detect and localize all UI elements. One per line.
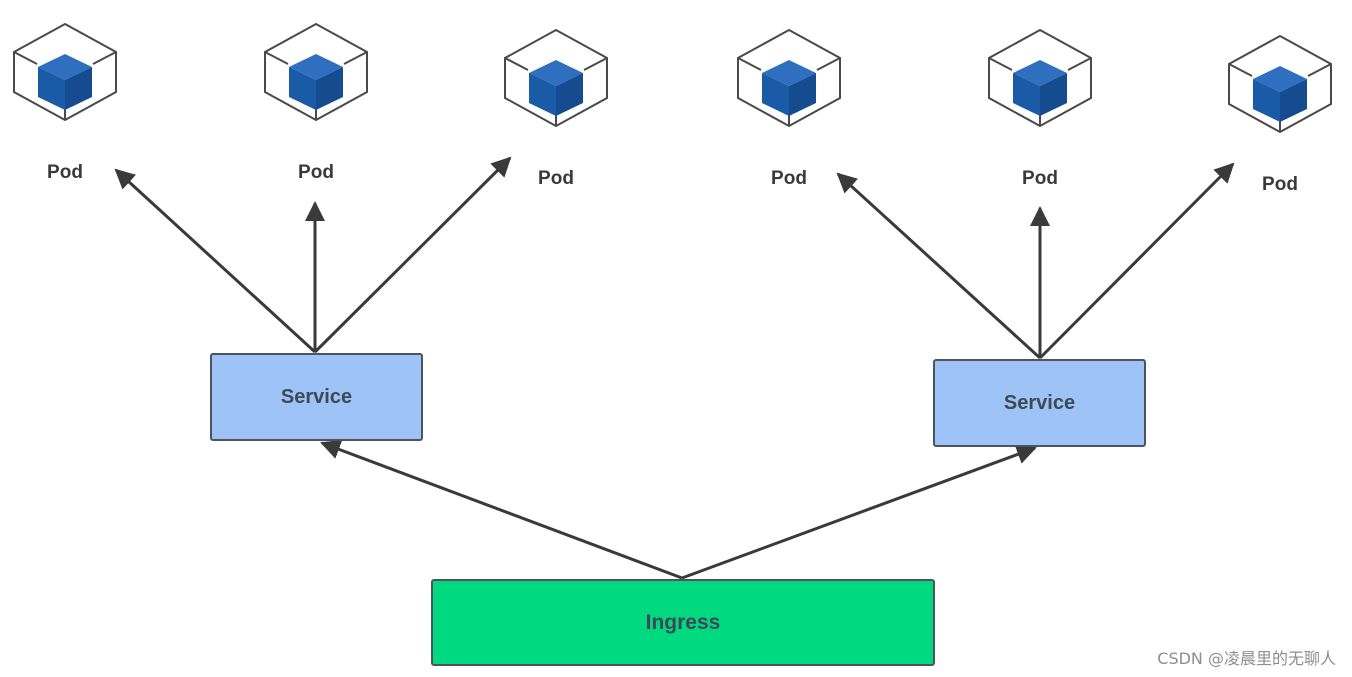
pod-cube-icon	[504, 28, 608, 128]
pod-label: Pod	[538, 168, 574, 189]
pod-cube-icon	[264, 22, 368, 122]
pod-node[interactable]: Pod	[10, 22, 120, 202]
service-label: Service	[280, 385, 353, 408]
pod-node[interactable]: Pod	[501, 28, 611, 208]
service-node-left[interactable]: Service	[210, 353, 423, 441]
pod-node[interactable]: Pod	[734, 28, 844, 208]
pod-cube-icon	[13, 22, 117, 122]
arrow-service2-pod6	[1038, 162, 1235, 360]
pod-node[interactable]: Pod	[1225, 34, 1335, 214]
pod-cube-icon	[737, 28, 841, 128]
ingress-node[interactable]: Ingress	[431, 579, 935, 666]
pod-label: Pod	[771, 168, 807, 189]
service-label: Service	[1003, 391, 1076, 414]
service-node-right[interactable]: Service	[933, 359, 1146, 447]
arrow-ingress-service2	[681, 444, 1037, 580]
arrow-service1-pod3	[313, 156, 512, 354]
pod-label: Pod	[47, 162, 83, 183]
arrow-service2-pod4	[836, 172, 1042, 360]
pod-label: Pod	[1022, 168, 1058, 189]
arrow-service1-pod1	[114, 168, 317, 354]
watermark-text: CSDN @凌晨里的无聊人	[1157, 649, 1336, 668]
arrow-ingress-service1	[320, 439, 683, 580]
ingress-label: Ingress	[645, 610, 721, 634]
pod-node[interactable]: Pod	[261, 22, 371, 202]
pod-cube-icon	[988, 28, 1092, 128]
pod-label: Pod	[298, 162, 334, 183]
pod-label: Pod	[1262, 174, 1298, 195]
pod-node[interactable]: Pod	[985, 28, 1095, 208]
pod-cube-icon	[1228, 34, 1332, 134]
